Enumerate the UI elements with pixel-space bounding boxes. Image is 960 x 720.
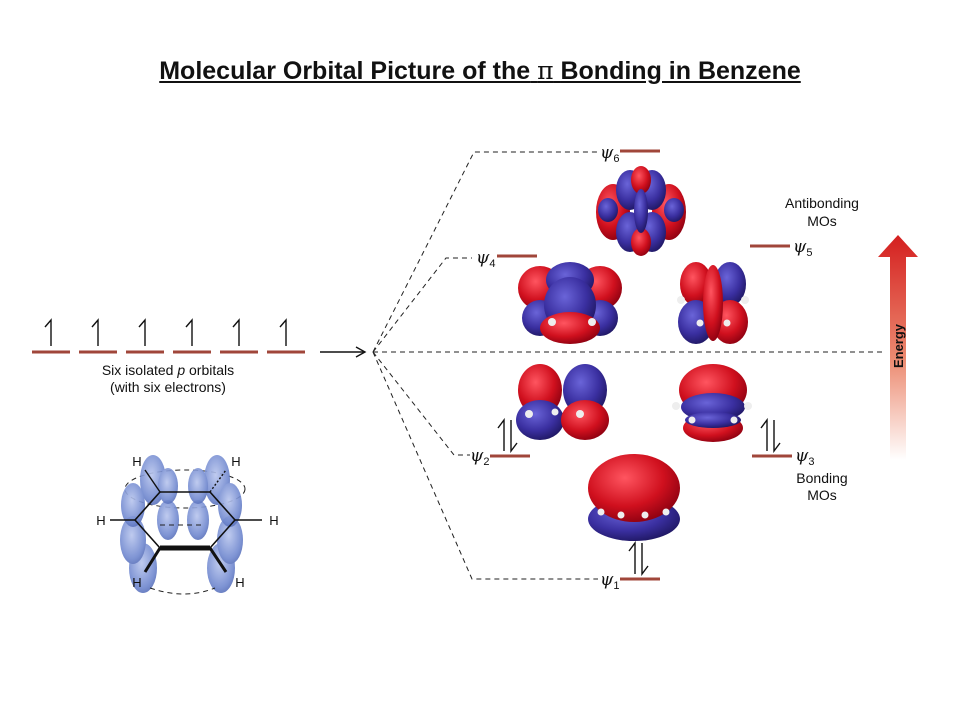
psi1-label: ψ1 (600, 570, 619, 592)
isolated-p-orbitals: Six isolated p orbitals (with six electr… (32, 318, 305, 395)
benzene-ring (134, 491, 236, 551)
psi6-label: ψ6 (600, 143, 619, 165)
electron-up-arrow (138, 318, 146, 346)
page-title: Molecular Orbital Picture of the π Bondi… (0, 56, 960, 86)
psi1-orbital-image (588, 454, 680, 541)
combination-arrow (320, 346, 367, 358)
title-suffix: Bonding in Benzene (560, 57, 801, 85)
psi3-orbital-image (672, 364, 752, 442)
electron-up-arrow (44, 318, 52, 346)
electron-up-arrow (279, 318, 287, 346)
antibonding-label-line1: Antibonding (785, 195, 859, 211)
electron-up-arrow (185, 318, 193, 346)
energy-label: Energy (891, 323, 906, 368)
hydrogen-label: H (231, 454, 240, 469)
psi1-electron-pair (628, 540, 649, 577)
psi-labels: ψ6 ψ4 ψ5 ψ2 ψ3 ψ1 (470, 143, 814, 592)
isolated-orbitals-label-line1: Six isolated p orbitals (102, 362, 234, 378)
hydrogen-label: H (96, 513, 105, 528)
bonding-label-line1: Bonding (796, 470, 847, 486)
hydrogen-label: H (269, 513, 278, 528)
correlation-lines (372, 151, 882, 580)
psi2-label: ψ2 (470, 446, 489, 468)
psi4-orbital-image (518, 262, 622, 344)
psi5-orbital-image (677, 262, 749, 344)
pi-symbol: π (537, 56, 554, 85)
electron-up-arrow (232, 318, 240, 346)
isolated-orbitals-label-line2: (with six electrons) (110, 379, 226, 395)
benzene-p-orbital-diagram: H H H H H H (96, 454, 279, 595)
electron-up-arrow (91, 318, 99, 346)
ch-bonds (110, 469, 262, 573)
psi4-label: ψ4 (476, 248, 495, 270)
hydrogen-label: H (235, 575, 244, 590)
bonding-label-line2: MOs (807, 487, 837, 503)
psi3-label: ψ3 (795, 446, 814, 468)
psi2-electron-pair (497, 417, 518, 454)
psi3-electron-pair (760, 417, 781, 454)
energy-arrow: Energy (878, 235, 918, 460)
hydrogen-label: H (132, 454, 141, 469)
psi5-label: ψ5 (793, 237, 812, 259)
electron-pairs (497, 417, 781, 577)
antibonding-label-line2: MOs (807, 213, 837, 229)
psi2-orbital-image (516, 364, 609, 440)
pi-ring-top (124, 469, 246, 509)
title-prefix: Molecular Orbital Picture of the (159, 57, 531, 85)
mo-levels (490, 149, 792, 581)
psi6-orbital-image (596, 166, 686, 256)
hydrogen-label: H (132, 575, 141, 590)
